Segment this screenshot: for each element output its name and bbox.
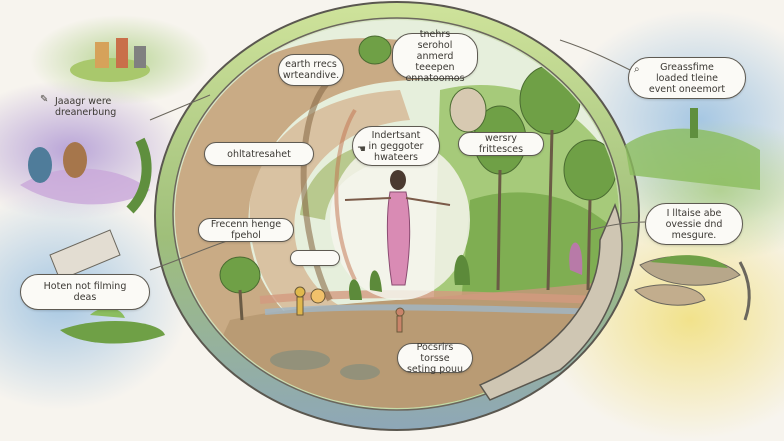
label-center-figure: Indertsant in geggoter hwateers (352, 126, 440, 166)
label-center-left-top: ohltatresahet (204, 142, 314, 166)
central-figure (344, 170, 451, 286)
label-center-left-mid: Frecenn henge fpehol (198, 218, 294, 242)
label-bottom-left: Hoten not filming deas (20, 274, 150, 310)
label-mid-top: earth rrecs wrteandive. (278, 54, 344, 86)
magnifier-icon: ⌕ (634, 64, 640, 75)
leaf-icon: ✎ (40, 94, 49, 105)
label-bottom-center: Pocsrlrs torsse seting pouu (397, 342, 473, 375)
label-right: I lltaise abe ovessie dnd mesgure. (645, 203, 743, 245)
left-vignettes (20, 38, 165, 344)
label-top-center: tnehrs serohol anmerd teeepen ennatoomos (392, 29, 478, 84)
label-center-small (290, 250, 340, 266)
right-vignettes (625, 108, 760, 321)
label-top-right: Greassfime loaded tleine event oneemort (628, 57, 746, 99)
label-right-middle: wersry frittesces (458, 132, 544, 156)
hand-icon: ☚ (357, 144, 366, 155)
label-top-left: Jaaagr were dreanerbung (55, 96, 117, 118)
